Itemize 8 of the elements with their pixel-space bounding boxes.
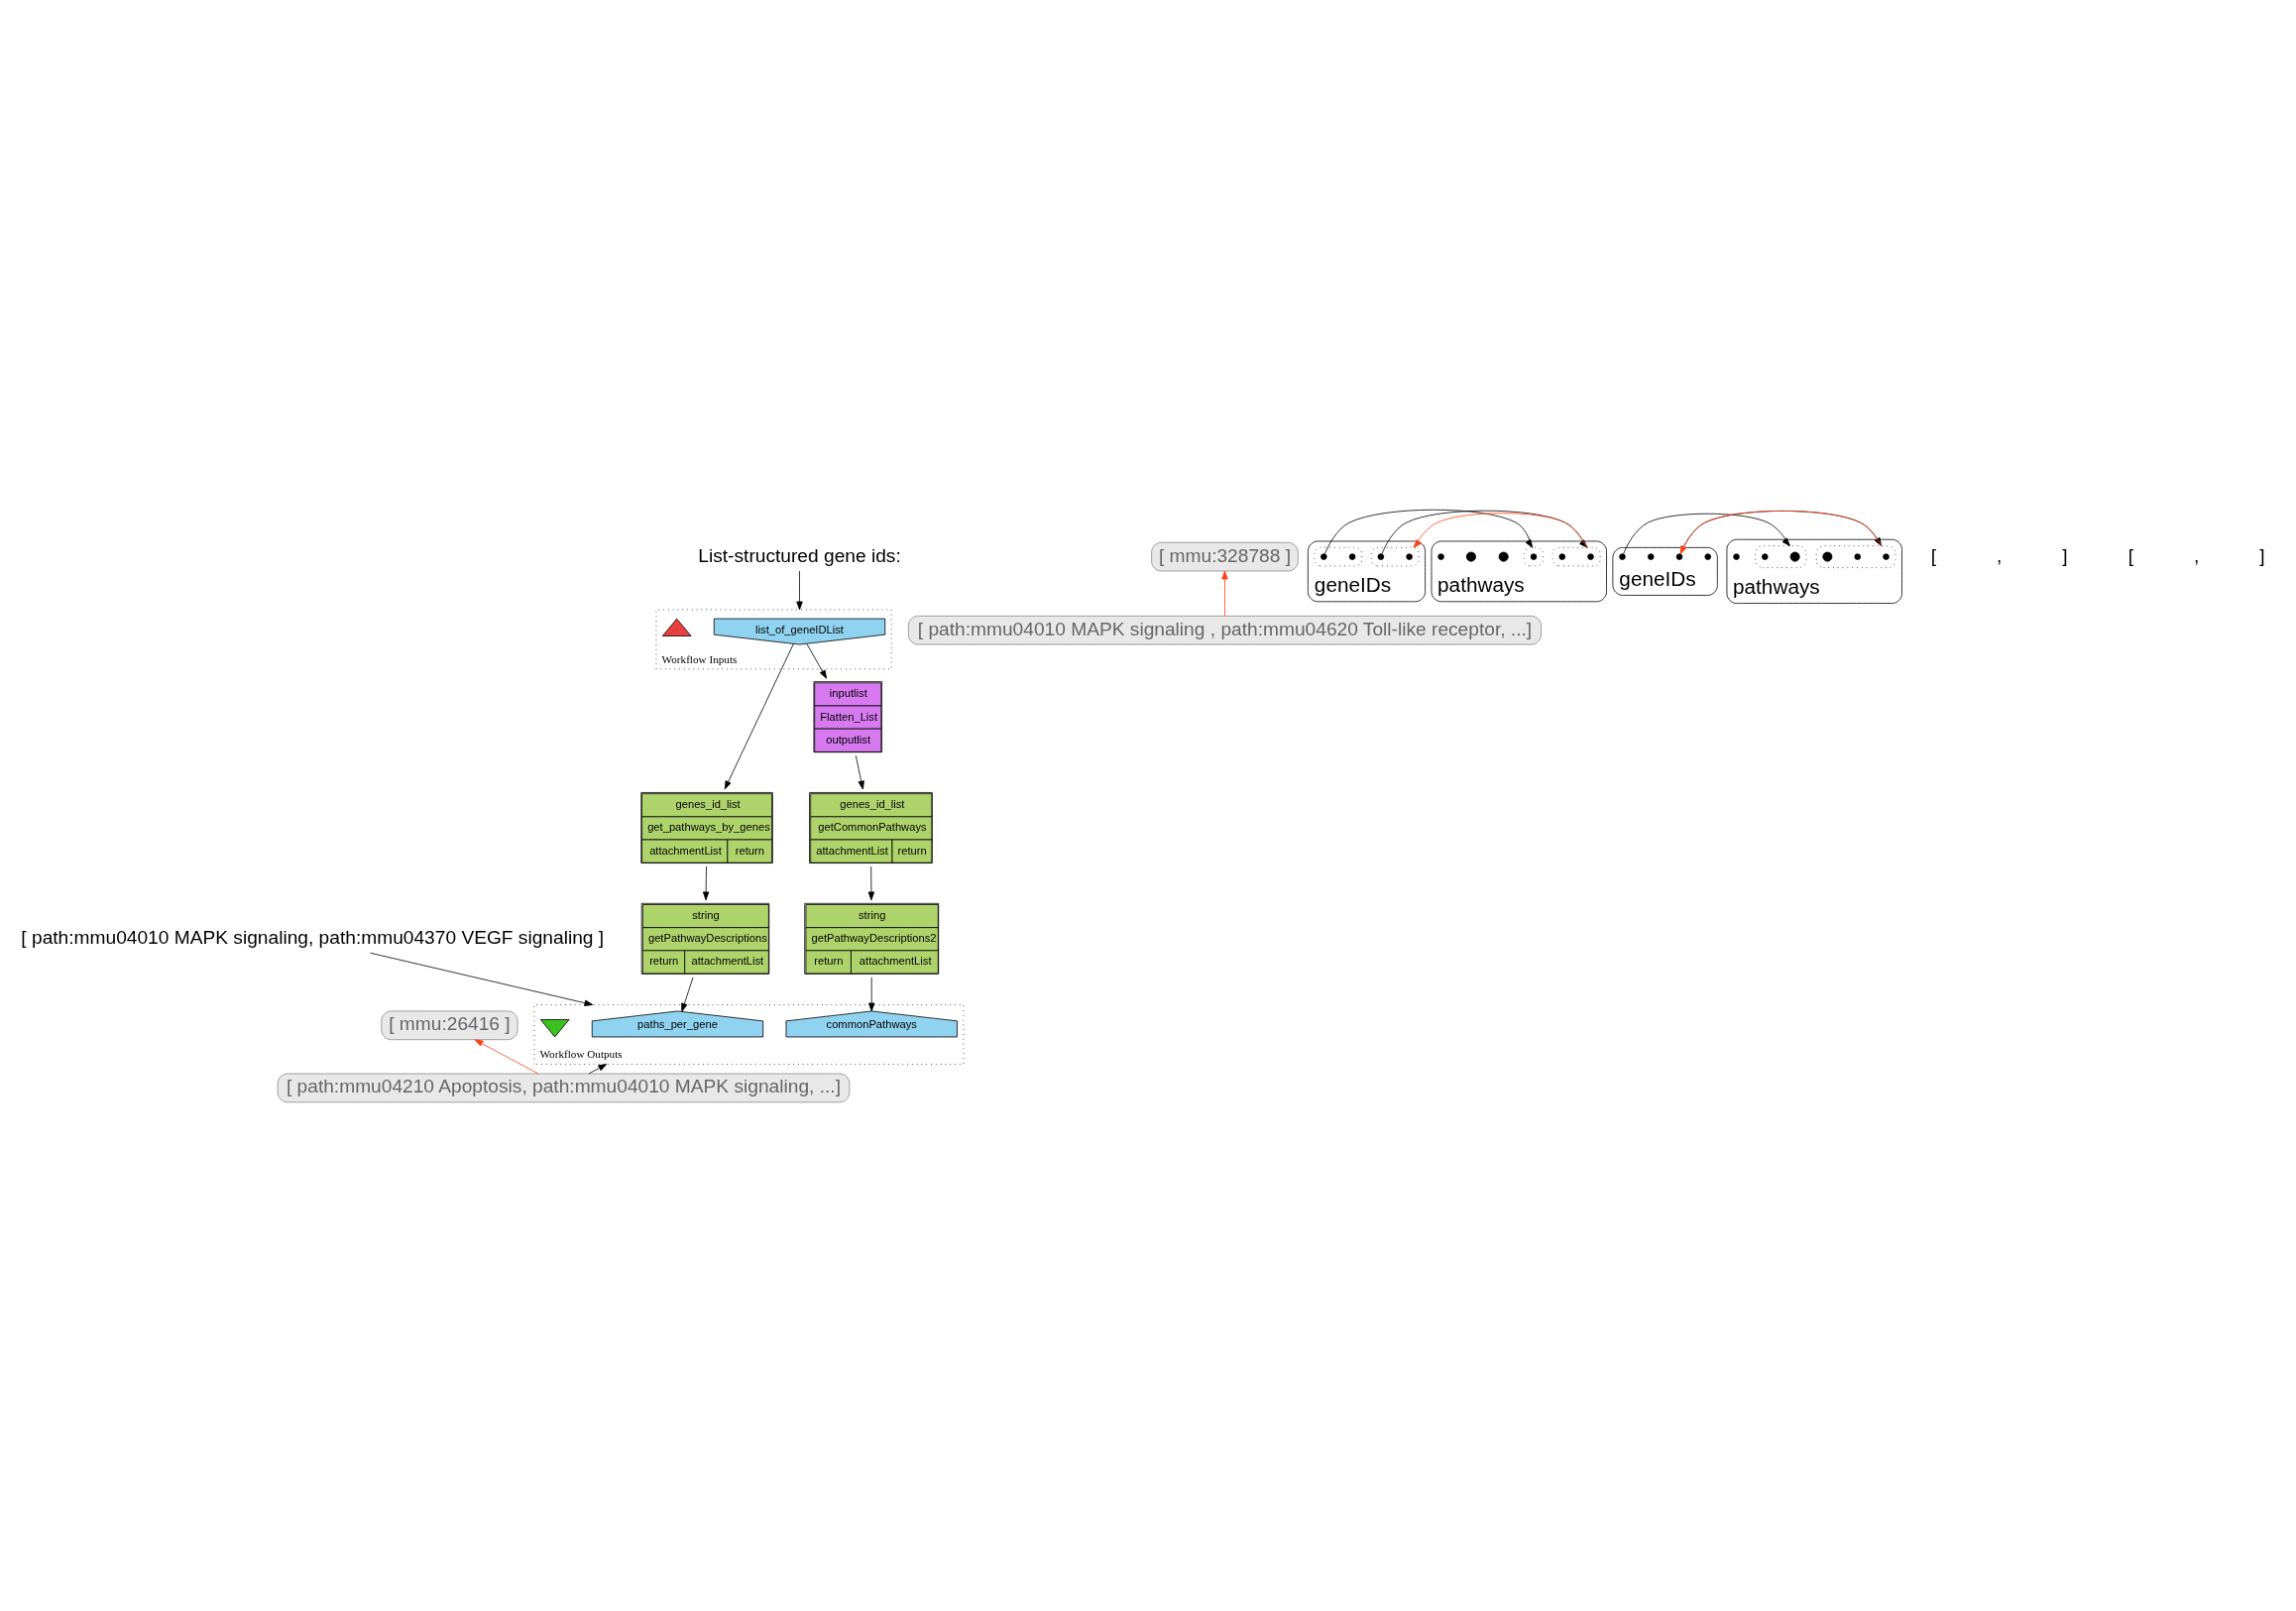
node-text: [ path:mmu04010 MAPK signaling, path:mmu04370 VEGF signaling ] (21, 926, 605, 948)
label: , (1997, 544, 2003, 566)
label: [ (1930, 544, 1937, 566)
node-text: List-structured gene ids: (698, 544, 901, 566)
label: ] (2259, 544, 2265, 566)
label: , (2193, 544, 2200, 566)
label: ] (2062, 544, 2068, 566)
label: [ (2127, 544, 2133, 566)
